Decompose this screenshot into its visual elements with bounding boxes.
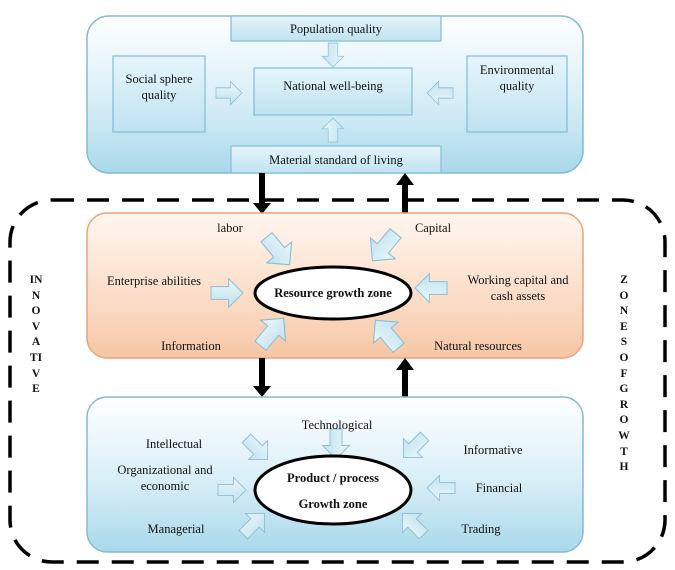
arrow-down-head-2 xyxy=(253,386,271,397)
social-sphere-box xyxy=(112,55,206,133)
financial-label: Financial xyxy=(475,481,523,495)
trading-label: Trading xyxy=(461,522,501,536)
arrow-up-head-2 xyxy=(396,358,414,370)
intellectual-label: Intellectual xyxy=(145,437,203,451)
capital-label: Capital xyxy=(414,221,452,235)
national-well-being-box xyxy=(253,67,413,116)
product-process-label: Product / process xyxy=(287,471,379,485)
arrow-up-head-1 xyxy=(396,173,414,185)
technological-label: Technological xyxy=(301,418,373,432)
population-quality-label: Population quality xyxy=(289,22,382,36)
population-quality-box xyxy=(230,15,442,42)
environmental-label: Environmental quality xyxy=(479,63,555,93)
enterprise-abilities-label: Enterprise abilities xyxy=(106,274,202,288)
social-sphere-label: Social sphere quality xyxy=(125,72,193,102)
informative-label: Informative xyxy=(463,443,523,457)
innovative-zones-frame xyxy=(8,198,667,564)
national-well-being-label: National well-being xyxy=(283,78,383,93)
organizational-economic-label: Organizational and economic xyxy=(117,463,213,493)
arrow-down-head-1 xyxy=(253,203,271,214)
innovative-side-label: INNOVATIVE xyxy=(29,274,43,396)
material-standard-box xyxy=(230,145,442,174)
labor-label: labor xyxy=(217,221,243,235)
product-growth-zone-ellipse xyxy=(253,454,413,526)
working-capital-label: Working capital and cash assets xyxy=(467,273,569,303)
information-label: Information xyxy=(161,339,221,353)
material-standard-label: Material standard of living xyxy=(269,153,403,167)
environmental-box xyxy=(466,55,568,133)
resource-growth-zone-ellipse xyxy=(253,265,413,321)
growth-zone-label: Growth zone xyxy=(298,497,368,511)
zones-of-growth-side-label: ZONESOFGROWTH xyxy=(618,274,630,474)
natural-resources-label: Natural resources xyxy=(434,339,522,353)
managerial-label: Managerial xyxy=(147,522,205,536)
resource-growth-zone-label: Resource growth zone xyxy=(274,286,392,300)
